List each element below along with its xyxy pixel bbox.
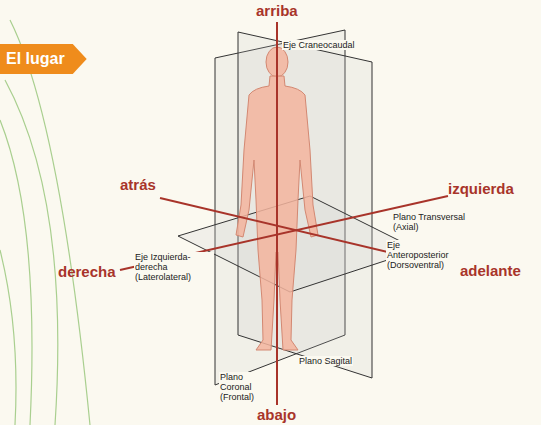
decor-curves — [0, 20, 90, 425]
direction-label: abajo — [257, 406, 296, 423]
axis-label: Eje Anteroposterior (Dorsoventral) — [386, 240, 458, 270]
title-tab: El lugar — [0, 44, 87, 74]
plane-label: Plano Coronal (Frontal) — [219, 372, 273, 402]
craniocaudal-axis — [276, 22, 278, 405]
plane-label: Plano Sagital — [298, 356, 353, 366]
direction-label: izquierda — [448, 180, 514, 197]
direction-label: arriba — [256, 2, 298, 19]
axis-label: Eje Craneocaudal — [282, 40, 356, 50]
axis-label: Eje Izquierda-derecha (Laterolateral) — [134, 252, 214, 282]
direction-label: derecha — [58, 263, 116, 280]
plane-label: Plano Transversal (Axial) — [392, 212, 474, 232]
direction-label: adelante — [460, 262, 521, 279]
direction-label: atrás — [120, 176, 156, 193]
title-text: El lugar — [6, 49, 65, 69]
